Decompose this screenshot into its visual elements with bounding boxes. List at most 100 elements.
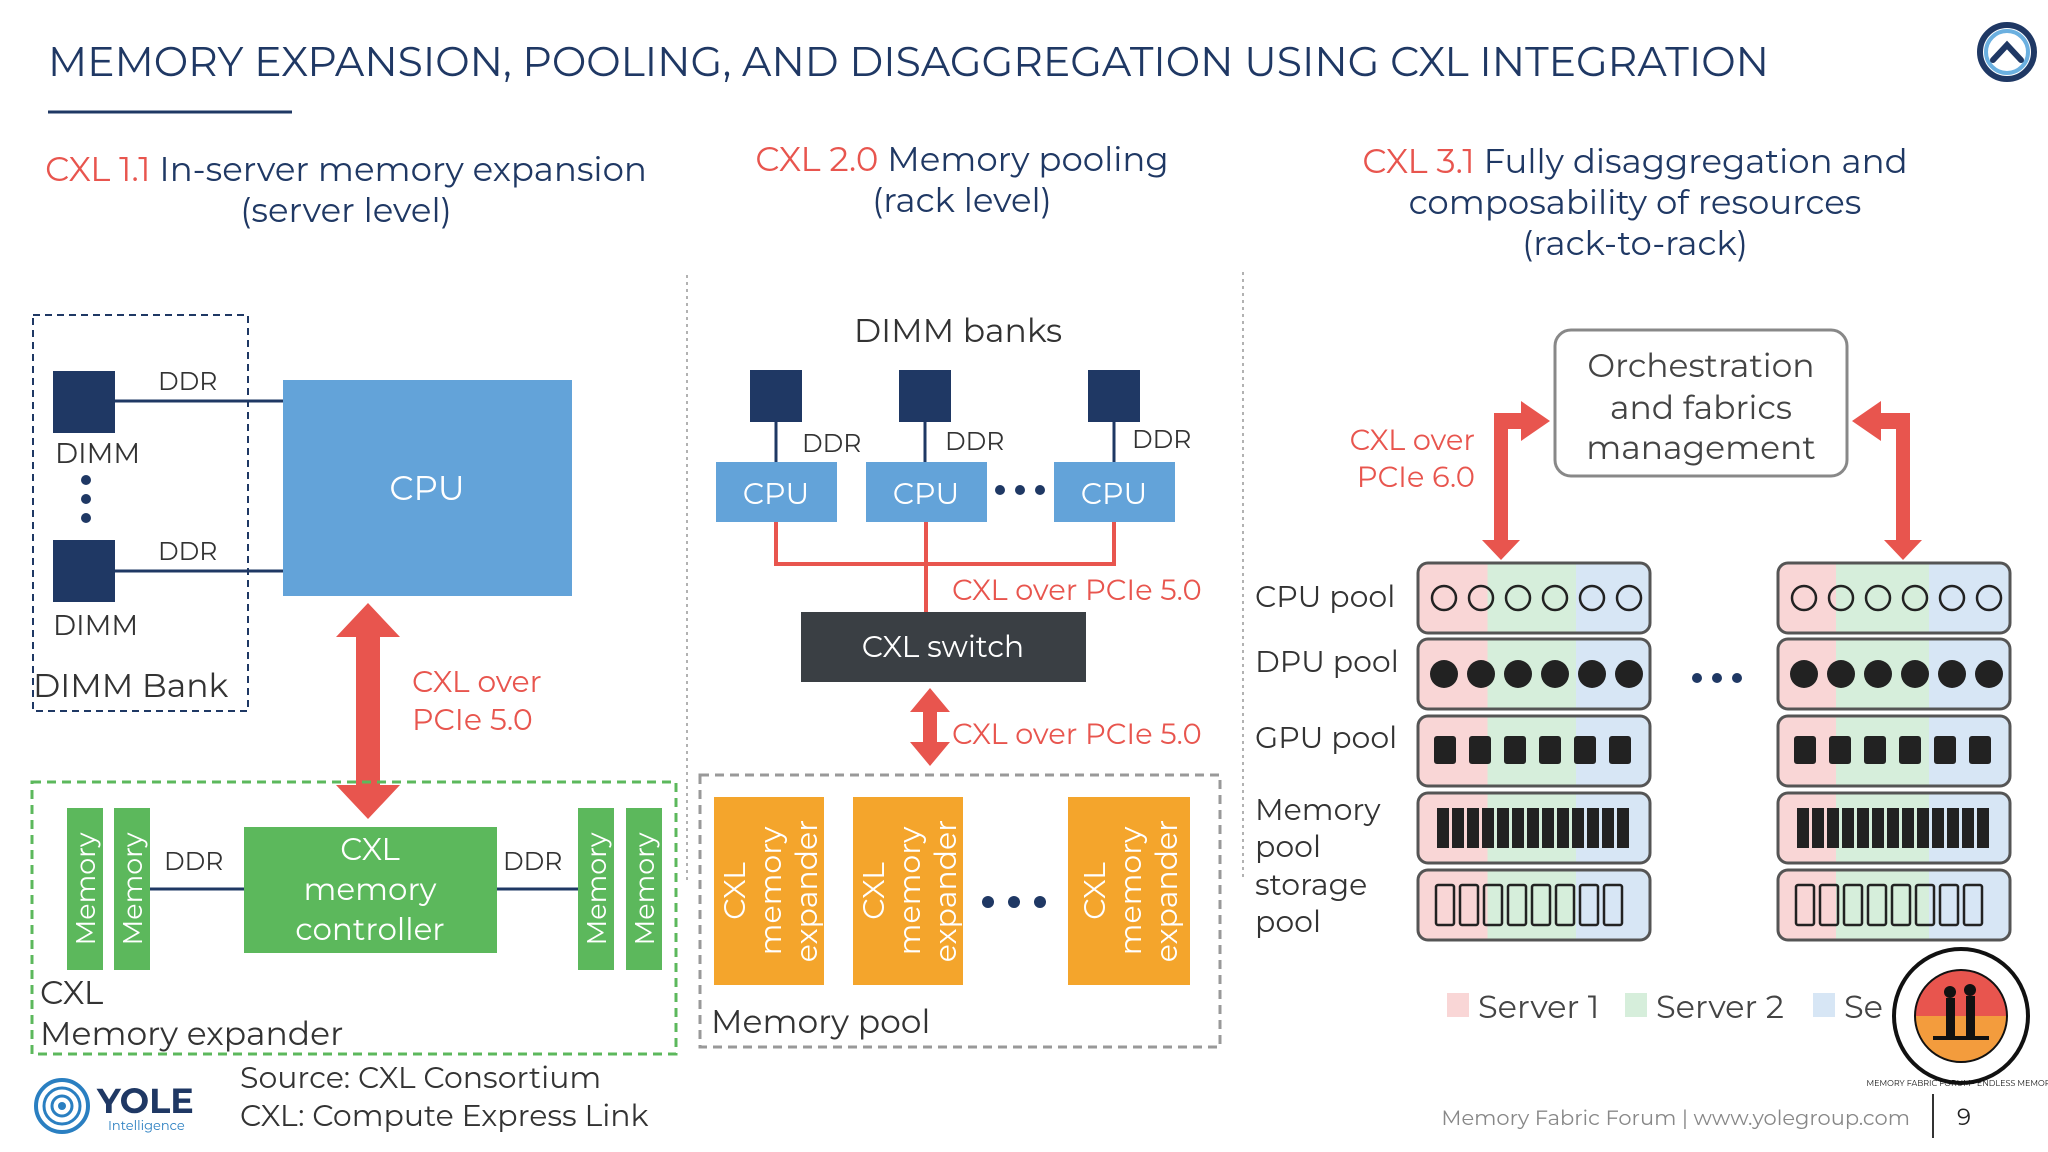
ddr-label: DDR (164, 847, 223, 877)
legend-label: Server 1 (1478, 988, 1599, 1027)
memory-unit (1527, 808, 1539, 848)
pool-label: pool (1255, 903, 1321, 940)
memory-unit (1872, 808, 1884, 848)
memory-unit (1812, 808, 1824, 848)
controller-label: controller (295, 910, 444, 948)
storage-unit (1506, 883, 1528, 927)
col1-heading: CXL 1.1 In-server memory expansion (45, 148, 647, 190)
storage-unit (1842, 883, 1864, 927)
memory-unit (1962, 808, 1974, 848)
col1-heading-line2: (server level) (240, 189, 452, 231)
pool-label: pool (1255, 828, 1321, 865)
cpu-block (283, 380, 572, 596)
memory-unit (1602, 808, 1614, 848)
col2-heading-line2: (rack level) (872, 179, 1052, 221)
storage-unit (1578, 883, 1600, 927)
ddr-label: DDR (158, 537, 217, 567)
cpu-unit (1975, 584, 2003, 612)
svg-text:CXL: CXL (1076, 862, 1113, 920)
gpu-unit (1969, 736, 1991, 764)
col3-heading-line3: (rack-to-rack) (1522, 222, 1748, 264)
ddr-label: DDR (158, 367, 217, 397)
rack-1 (1416, 561, 1652, 942)
cpu-block (716, 462, 837, 522)
dpu-unit (1975, 660, 2003, 688)
storage-unit (1434, 883, 1456, 927)
badge-text: MEMORY FABRIC FORUM · ENDLESS MEMORY (1866, 1079, 2048, 1089)
gpu-unit (1934, 736, 1956, 764)
dpu-pool-tray (1416, 637, 1652, 711)
storage-unit (1938, 883, 1960, 927)
memory-unit (1482, 808, 1494, 848)
cxl-memory-controller (244, 827, 497, 953)
double-arrow (910, 688, 950, 766)
memory-unit (1932, 808, 1944, 848)
gpu-unit (1899, 736, 1921, 764)
storage-unit (1794, 883, 1816, 927)
storage-unit (1458, 883, 1480, 927)
server-legend: Server 1 Server 2 Se (1447, 988, 1883, 1027)
link-label: CXL over PCIe 5.0 (952, 717, 1202, 752)
logo-name: YOLE (96, 1079, 194, 1122)
gpu-unit (1609, 736, 1631, 764)
cpu-unit (1578, 584, 1606, 612)
legend-label: Se (1844, 988, 1883, 1027)
footer-text[interactable]: Memory Fabric Forum | www.yolegroup.com (1441, 1106, 1910, 1131)
yole-logo: YOLE Intelligence (34, 1078, 194, 1134)
storage-unit (1866, 883, 1888, 927)
cpu-unit (1504, 584, 1532, 612)
dimm-chip (1088, 370, 1140, 422)
orchestration-label: Orchestration (1587, 346, 1814, 386)
pool-label: GPU pool (1255, 719, 1397, 756)
ellipsis-dot (1035, 485, 1045, 495)
svg-text:CXL: CXL (716, 862, 753, 920)
dpu-unit (1901, 660, 1929, 688)
memory-module (626, 808, 662, 970)
cpu-unit (1430, 584, 1458, 612)
ellipsis-dot (1712, 673, 1722, 683)
svg-text:memory: memory (752, 826, 789, 955)
link-label: PCIe 6.0 (1357, 460, 1475, 495)
controller-label: CXL (340, 830, 399, 868)
gpu-pool-tray (1416, 714, 1652, 788)
expander-label: CXL memory expander CXL memory expander … (716, 820, 1185, 962)
memory-unit (1467, 808, 1479, 848)
col2-heading: CXL 2.0 Memory pooling (755, 138, 1168, 180)
memory-unit (1887, 808, 1899, 848)
memory-module (578, 808, 614, 970)
gpu-unit (1539, 736, 1561, 764)
ellipsis-dot (81, 475, 91, 485)
pool-label: DPU pool (1255, 643, 1399, 680)
dpu-unit (1790, 660, 1818, 688)
bent-double-arrow (1482, 401, 1922, 560)
legend-label: Server 2 (1656, 988, 1784, 1027)
memory-unit (1902, 808, 1914, 848)
home-icon[interactable] (1977, 22, 2037, 82)
memory-unit (1497, 808, 1509, 848)
legend-swatch-server-1 (1447, 993, 1469, 1017)
pool-label: Memory (1255, 791, 1381, 828)
orchestration-box (1553, 328, 1849, 478)
memory-unit (1557, 808, 1569, 848)
storage-pool-tray (1776, 868, 2012, 942)
cpu-label: CPU (389, 467, 464, 509)
gpu-unit (1574, 736, 1596, 764)
storage-unit (1914, 883, 1936, 927)
memory-unit (1797, 808, 1809, 848)
svg-text:memory: memory (1112, 826, 1149, 955)
memory-unit (1542, 808, 1554, 848)
col3-heading: CXL 3.1 Fully disaggregation and (1362, 140, 1907, 182)
memory-module-label: Memory (69, 832, 102, 945)
link-label: PCIe 5.0 (412, 701, 533, 738)
gpu-unit (1864, 736, 1886, 764)
cpu-label: CPU (1081, 475, 1147, 512)
dpu-unit (1541, 660, 1569, 688)
memory-pool-label: Memory pool (711, 1002, 930, 1042)
storage-unit (1602, 883, 1624, 927)
cpu-unit (1864, 584, 1892, 612)
logo-sub: Intelligence (108, 1118, 185, 1134)
memory-unit (1437, 808, 1449, 848)
ddr-label: DDR (802, 429, 861, 459)
memory-unit (1452, 808, 1464, 848)
